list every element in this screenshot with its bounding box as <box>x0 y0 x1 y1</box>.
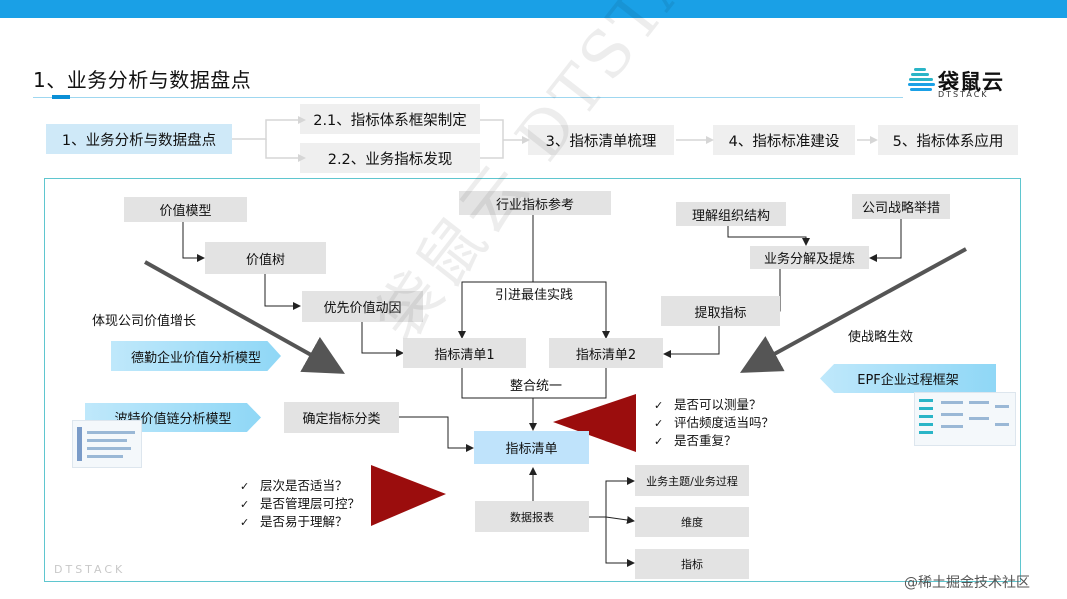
check-item-text: 是否易于理解？ <box>260 514 348 529</box>
value-model-label: 价值模型 <box>159 204 212 219</box>
check-item-text: 是否可以测量？ <box>674 397 762 412</box>
step-2-1: 2.1、指标体系框架制定 <box>300 104 480 134</box>
business-theme-box: 业务主题/业务过程 <box>635 465 749 496</box>
checklist-left: ✓ 层次是否适当？ ✓ 是否管理层可控？ ✓ 是否易于理解？ <box>240 477 360 531</box>
checkmark-icon: ✓ <box>654 417 664 430</box>
integrate-text: 整合统一 <box>510 379 563 394</box>
business-theme-label: 业务主题/业务过程 <box>646 474 738 488</box>
step-3: 3、指标清单梳理 <box>528 125 674 155</box>
check-item: ✓ 是否易于理解？ <box>240 513 360 531</box>
dimension-label: 维度 <box>681 516 703 529</box>
step-4-label: 4、指标标准建设 <box>728 133 840 150</box>
industry-reference-label: 行业指标参考 <box>495 197 574 213</box>
company-strategy-box: 公司战略举措 <box>852 194 950 219</box>
checkmark-icon: ✓ <box>240 480 250 493</box>
confirm-category-label: 确定指标分类 <box>302 412 381 427</box>
metric-list-2-label: 指标清单2 <box>575 347 637 363</box>
logo <box>908 64 1028 100</box>
deloitte-model-label: 德勤企业价值分析模型 <box>130 350 261 366</box>
checkmark-icon: ✓ <box>654 399 664 412</box>
reflect-value-text: 体现公司价值增长 <box>92 314 197 329</box>
source-credit: @稀土掘金技术社区 <box>904 575 1030 591</box>
porter-thumbnail <box>72 420 142 468</box>
checklist-right: ✓ 是否可以测量？ ✓ 评估频度适当吗？ ✓ 是否重复？ <box>654 396 774 450</box>
business-decompose-label: 业务分解及提炼 <box>763 252 855 267</box>
check-item: ✓ 层次是否适当？ <box>240 477 360 495</box>
priority-driver-label: 优先价值动因 <box>323 301 402 316</box>
understand-org-label: 理解组织结构 <box>691 208 770 224</box>
indicator-box: 指标 <box>635 549 749 579</box>
epf-thumbnail <box>914 392 1016 446</box>
step-2-2-label: 2.2、业务指标发现 <box>327 151 453 168</box>
check-item: ✓ 是否重复？ <box>654 432 774 450</box>
triangle-left <box>371 465 446 526</box>
check-item: ✓ 是否可以测量？ <box>654 396 774 414</box>
logo-subtitle: DTSTACK <box>938 90 989 99</box>
check-item: ✓ 是否管理层可控？ <box>240 495 360 513</box>
metric-list-1-label: 指标清单1 <box>434 347 495 363</box>
value-tree-box: 价值树 <box>205 242 326 274</box>
step-5: 5、指标体系应用 <box>878 125 1018 155</box>
extract-metrics-box: 提取指标 <box>661 296 780 326</box>
epf-model-label: EPF企业过程框架 <box>857 373 959 388</box>
title-accent-mark <box>52 95 70 99</box>
step-4: 4、指标标准建设 <box>713 125 855 155</box>
value-model-box: 价值模型 <box>124 197 247 222</box>
step-2-2: 2.2、业务指标发现 <box>300 143 480 173</box>
step-1: 1、业务分析与数据盘点 <box>46 124 232 154</box>
logo-text: 袋鼠云 <box>938 70 1004 94</box>
title-underline <box>33 97 903 98</box>
top-accent-bar <box>0 0 1067 18</box>
data-report-label: 数据报表 <box>510 510 554 524</box>
extract-metrics-label: 提取指标 <box>694 305 747 321</box>
checkmark-icon: ✓ <box>240 498 250 511</box>
diagram-frame <box>44 178 1021 582</box>
triangle-right <box>553 394 636 452</box>
confirm-category-box: 确定指标分类 <box>284 402 399 433</box>
deloitte-model-badge: 德勤企业价值分析模型 <box>111 341 281 371</box>
dimension-box: 维度 <box>635 507 749 537</box>
footer-brand: DTSTACK <box>54 563 126 576</box>
metric-list-2-box: 指标清单2 <box>549 338 663 368</box>
step-1-label: 1、业务分析与数据盘点 <box>61 132 217 149</box>
metric-list-label: 指标清单 <box>505 442 558 457</box>
step-3-label: 3、指标清单梳理 <box>545 133 657 150</box>
step-connectors <box>232 116 878 162</box>
priority-driver-box: 优先价值动因 <box>302 291 423 322</box>
check-item: ✓ 评估频度适当吗？ <box>654 414 774 432</box>
step-2-1-label: 2.1、指标体系框架制定 <box>313 112 467 129</box>
cloud-logo-icon <box>908 68 935 91</box>
porter-model-label: 波特价值链分析模型 <box>114 412 232 427</box>
best-practice-text: 引进最佳实践 <box>495 288 574 303</box>
metric-list-1-box: 指标清单1 <box>403 338 526 368</box>
step-5-label: 5、指标体系应用 <box>892 133 1004 150</box>
industry-reference-box: 行业指标参考 <box>459 191 611 215</box>
metric-list-box: 指标清单 <box>474 431 589 464</box>
business-decompose-box: 业务分解及提炼 <box>750 246 869 269</box>
data-report-box: 数据报表 <box>475 501 589 532</box>
epf-model-badge: EPF企业过程框架 <box>820 364 996 393</box>
check-item-text: 评估频度适当吗？ <box>674 415 775 430</box>
indicator-label: 指标 <box>681 558 703 571</box>
checkmark-icon: ✓ <box>654 435 664 448</box>
company-strategy-label: 公司战略举措 <box>861 201 940 216</box>
checkmark-icon: ✓ <box>240 516 250 529</box>
check-item-text: 是否管理层可控？ <box>260 496 361 511</box>
check-item-text: 层次是否适当？ <box>260 478 348 493</box>
realize-strategy-text: 使战略生效 <box>848 330 914 345</box>
understand-org-box: 理解组织结构 <box>676 202 786 226</box>
value-tree-label: 价值树 <box>245 252 285 268</box>
check-item-text: 是否重复？ <box>674 433 737 448</box>
page-title: 1、业务分析与数据盘点 <box>33 68 252 92</box>
